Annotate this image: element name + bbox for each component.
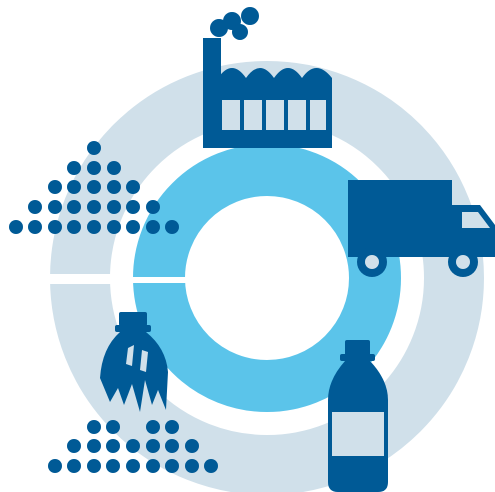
pellet-pile-icon — [9, 141, 179, 234]
delivery-truck-icon — [348, 180, 495, 277]
inner-ring — [120, 144, 401, 412]
plastic-bottle-icon — [328, 340, 388, 492]
factory-icon — [203, 7, 332, 148]
pellet-scatter-icon — [48, 420, 218, 473]
crushed-bottle-icon — [100, 312, 168, 412]
